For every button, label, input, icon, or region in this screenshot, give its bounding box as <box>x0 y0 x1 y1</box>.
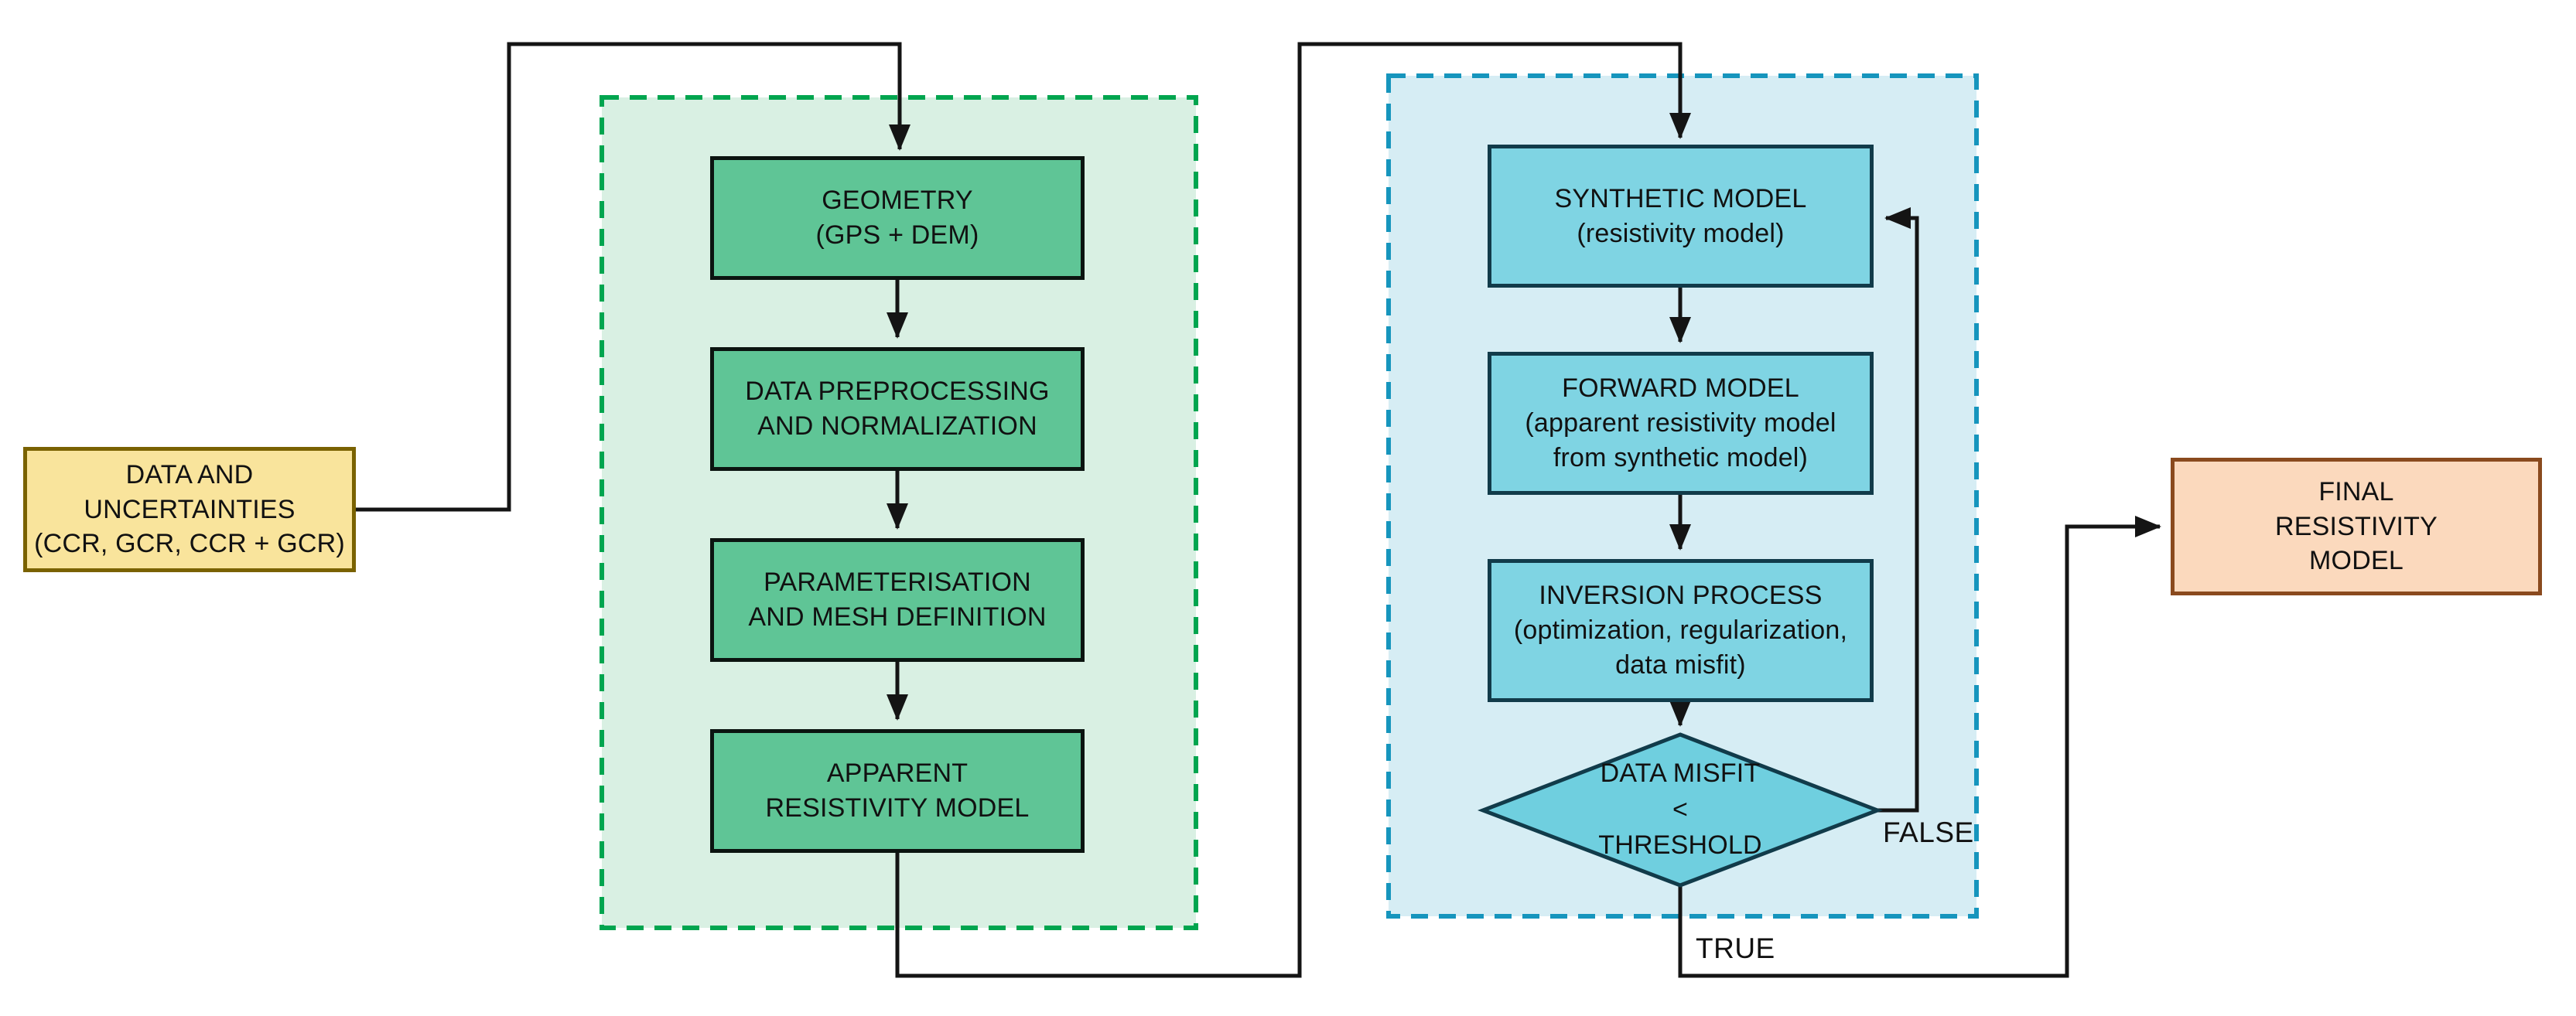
inversion-box-line: FORWARD MODEL <box>1562 373 1799 404</box>
false-branch-label: FALSE <box>1883 817 1974 848</box>
inversion-box-line: (apparent resistivity model <box>1525 408 1836 438</box>
process-box-line: AND MESH DEFINITION <box>748 602 1047 632</box>
input-box-line: DATA AND <box>125 459 254 489</box>
inversion-box-line: SYNTHETIC MODEL <box>1554 183 1807 213</box>
decision-line: THRESHOLD <box>1598 830 1762 861</box>
inversion-box-line: data misfit) <box>1615 649 1746 680</box>
process-box-parameterisation: PARAMETERISATION AND MESH DEFINITION <box>710 538 1085 662</box>
output-box-line: MODEL <box>2309 546 2403 576</box>
inversion-box-line: INVERSION PROCESS <box>1539 581 1823 611</box>
process-box-line: RESISTIVITY MODEL <box>765 793 1030 823</box>
process-box-geometry: GEOMETRY (GPS + DEM) <box>710 156 1085 280</box>
process-box-apparent-resistivity: APPARENT RESISTIVITY MODEL <box>710 729 1085 853</box>
inversion-box-inversion-process: INVERSION PROCESS (optimization, regular… <box>1488 559 1874 702</box>
connector-input-to-geometry <box>354 42 910 512</box>
connector-apparent-to-synthetic <box>895 42 1691 978</box>
process-box-data-preprocessing: DATA PREPROCESSING AND NORMALIZATION <box>710 347 1085 471</box>
process-box-line: DATA PREPROCESSING <box>745 377 1050 407</box>
inversion-box-forward-model: FORWARD MODEL (apparent resistivity mode… <box>1488 352 1874 495</box>
decision-line: DATA MISFIT <box>1600 758 1761 788</box>
process-box-line: PARAMETERISATION <box>764 568 1031 598</box>
decision-line: < <box>1672 794 1689 824</box>
inversion-box-line: (optimization, regularization, <box>1513 615 1848 646</box>
process-box-line: (GPS + DEM) <box>815 220 979 250</box>
output-box-line: RESISTIVITY <box>2274 511 2438 541</box>
connector-true-to-final <box>1678 516 2161 978</box>
process-box-line: GEOMETRY <box>822 186 973 216</box>
output-box-line: FINAL <box>2318 476 2394 506</box>
process-box-line: APPARENT <box>826 759 969 789</box>
input-box-data-and-uncertainties: DATA AND UNCERTAINTIES (CCR, GCR, CCR + … <box>23 447 356 572</box>
connector-false-loop-to-synthetic <box>1877 207 1919 813</box>
input-box-line: UNCERTAINTIES <box>84 494 296 524</box>
process-box-line: AND NORMALIZATION <box>757 411 1037 441</box>
decision-diamond <box>1477 732 1884 888</box>
true-branch-label: TRUE <box>1696 932 1775 964</box>
inversion-box-line: from synthetic model) <box>1553 442 1809 472</box>
inversion-box-synthetic-model: SYNTHETIC MODEL (resistivity model) <box>1488 145 1874 288</box>
inversion-box-line: (resistivity model) <box>1577 218 1785 248</box>
input-box-line: (CCR, GCR, CCR + GCR) <box>34 529 345 559</box>
output-box-final-resistivity-model: FINAL RESISTIVITY MODEL <box>2171 458 2542 595</box>
decision-diamond-label: DATA MISFIT < THRESHOLD <box>1514 744 1847 875</box>
